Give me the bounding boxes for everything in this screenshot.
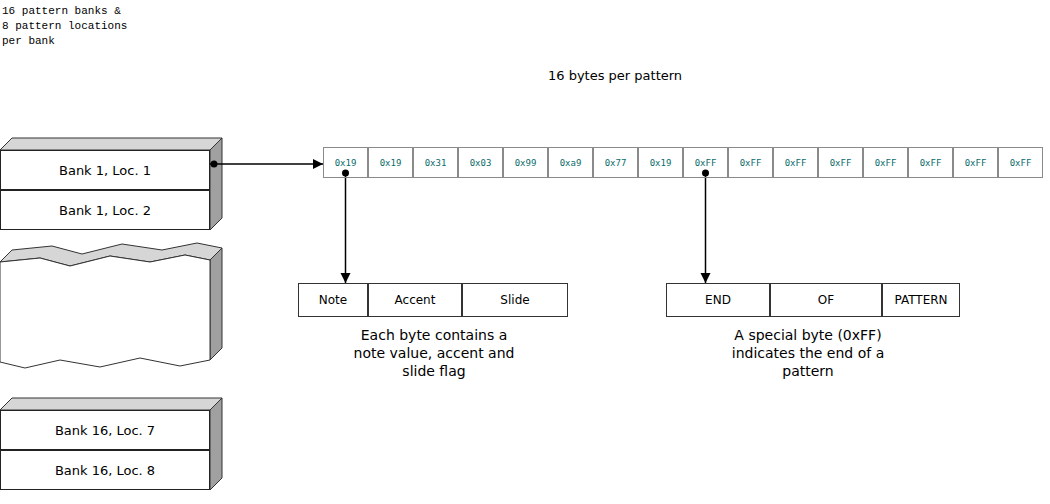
byte-cell: 0xFF <box>908 147 953 178</box>
stack-top-face <box>0 138 222 150</box>
box-text: 0xFF <box>1010 158 1032 168</box>
box-text: 0xFF <box>830 158 852 168</box>
array-caption: 16 bytes per pattern <box>548 68 748 84</box>
pointer-arrow <box>210 159 323 169</box>
memory-slot-box: Bank 1, Loc. 1 <box>0 150 210 190</box>
box-text: 0xa9 <box>560 158 582 168</box>
byte-cell: 0xFF <box>773 147 818 178</box>
bit-field-box: Accent <box>368 283 462 317</box>
box-text: 0xFF <box>785 158 807 168</box>
box-text: Note <box>319 293 347 307</box>
pointer-dot <box>342 170 349 177</box>
arrow-head <box>701 273 711 283</box>
byte-cell: 0x99 <box>503 147 548 178</box>
arrow-head <box>313 159 323 169</box>
stack-caption: 16 pattern banks & 8 pattern locations p… <box>2 4 130 49</box>
end-marker-box: END <box>666 283 770 317</box>
box-text: 0xFF <box>920 158 942 168</box>
byte-cell: 0x19 <box>368 147 413 178</box>
connector-line <box>345 173 347 283</box>
bit-field-box: Note <box>298 283 368 317</box>
connector-line <box>210 163 323 165</box>
byte-cell: 0xFF <box>728 147 773 178</box>
stack-side-face <box>210 398 222 490</box>
end-marker-box: OF <box>770 283 882 317</box>
connector-line <box>705 173 707 283</box>
bit-field-box: Slide <box>462 283 568 317</box>
box-text: 0x03 <box>470 158 492 168</box>
box-text: Bank 16, Loc. 7 <box>55 423 155 438</box>
byte-cell: 0xFF <box>818 147 863 178</box>
byte-cell: 0xFF <box>863 147 908 178</box>
memory-slot-box: Bank 1, Loc. 2 <box>0 190 210 230</box>
stack-side-face <box>210 138 222 230</box>
byte-cell: 0x31 <box>413 147 458 178</box>
box-text: 0xFF <box>740 158 762 168</box>
box-text: Slide <box>500 293 529 307</box>
pointer-arrow <box>341 170 351 284</box>
box-text: 0xFF <box>965 158 987 168</box>
torn-side-face <box>210 248 222 360</box>
pointer-dot <box>211 161 218 168</box>
torn-front-face <box>0 255 210 368</box>
box-text: 0x19 <box>380 158 402 168</box>
end-caption: A special byte (0xFF) indicates the end … <box>720 326 896 380</box>
stack-top-face <box>0 398 222 410</box>
box-text: 0x31 <box>425 158 447 168</box>
box-text: Bank 1, Loc. 1 <box>59 163 151 178</box>
box-text: 0xFF <box>695 158 717 168</box>
box-text: Bank 1, Loc. 2 <box>59 203 151 218</box>
byte-cell: 0x03 <box>458 147 503 178</box>
byte-cell: 0xa9 <box>548 147 593 178</box>
stack-front-face <box>1 411 211 490</box>
byte-cell: 0x19 <box>323 147 368 178</box>
byte-cell: 0xFF <box>953 147 998 178</box>
box-text: Accent <box>395 293 436 307</box>
memory-slot-box: Bank 16, Loc. 7 <box>0 410 210 450</box>
box-text: 0x99 <box>515 158 537 168</box>
box-text: 0x19 <box>650 158 672 168</box>
arrow-head <box>341 273 351 283</box>
byte-cell: 0x77 <box>593 147 638 178</box>
byte-cell: 0xFF <box>683 147 728 178</box>
pointer-arrow <box>701 170 711 284</box>
stack-front-face <box>1 151 211 230</box>
box-text: 0xFF <box>875 158 897 168</box>
memory-slot-box: Bank 16, Loc. 8 <box>0 450 210 490</box>
byte-cell: 0x19 <box>638 147 683 178</box>
box-text: 0x77 <box>605 158 627 168</box>
box-text: END <box>705 293 731 307</box>
pointer-dot <box>702 170 709 177</box>
byte-caption: Each byte contains a note value, accent … <box>346 326 522 380</box>
box-text: Bank 16, Loc. 8 <box>55 463 155 478</box>
box-text: 0x19 <box>335 158 357 168</box>
box-text: PATTERN <box>894 293 947 307</box>
box-text: OF <box>818 293 834 307</box>
byte-cell: 0xFF <box>998 147 1043 178</box>
end-marker-box: PATTERN <box>882 283 960 317</box>
